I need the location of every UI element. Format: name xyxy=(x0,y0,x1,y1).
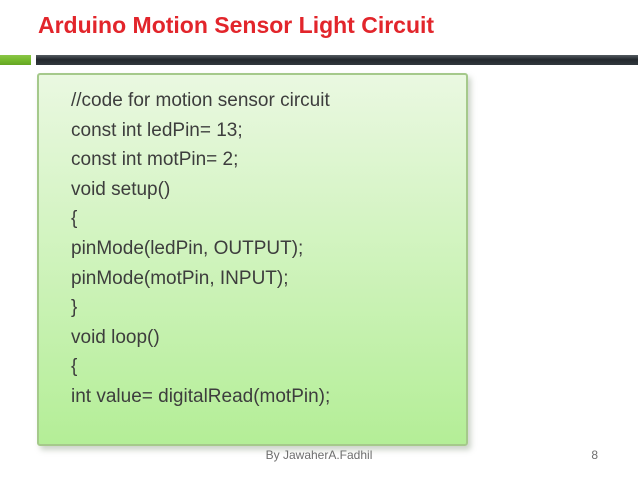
title-divider xyxy=(0,55,638,65)
divider-green-segment xyxy=(0,55,31,65)
code-line: { xyxy=(71,356,78,378)
code-line: } xyxy=(71,297,78,319)
code-line: void loop() xyxy=(71,326,160,348)
code-box: //code for motion sensor circuit const in… xyxy=(37,73,468,446)
code-line: const int ledPin= 13; xyxy=(71,119,243,141)
code-line: //code for motion sensor circuit xyxy=(71,90,330,111)
code-line: { xyxy=(71,208,78,230)
divider-dark-bar xyxy=(36,55,638,65)
slide-title: Arduino Motion Sensor Light Circuit xyxy=(38,12,435,38)
code-line: const int motPin= 2; xyxy=(71,149,239,171)
footer-page-number: 8 xyxy=(591,448,598,462)
footer-author: By JawaherA.Fadhil xyxy=(265,448,373,462)
code-line: pinMode(motPin, INPUT); xyxy=(71,267,289,289)
code-line: int value= digitalRead(motPin); xyxy=(71,385,331,407)
code-line: pinMode(ledPin, OUTPUT); xyxy=(71,237,304,259)
code-block: //code for motion sensor circuit const in… xyxy=(71,86,460,412)
code-line: void setup() xyxy=(71,178,171,200)
